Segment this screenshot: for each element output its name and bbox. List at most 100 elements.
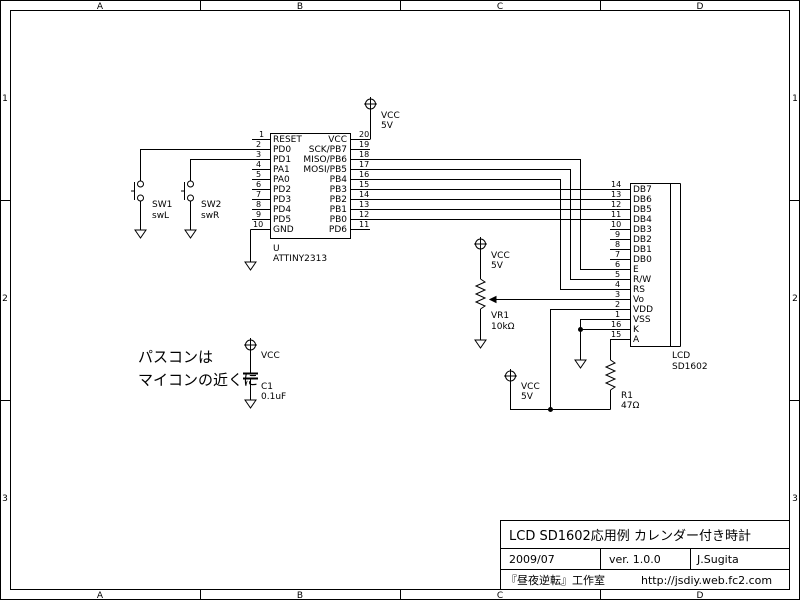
pin-name: VCC (328, 135, 347, 145)
mcu-pin-1: 1 RESET (252, 130, 302, 145)
border-row-labels: 1 2 3 1 2 3 (2, 94, 798, 504)
pin-name: GND (273, 225, 294, 235)
row-label-3: 3 (2, 494, 8, 504)
pin-number: 16 (359, 170, 369, 179)
pin-number: 10 (253, 220, 263, 229)
pin-name: R/W (633, 275, 651, 285)
lcd-pin-numbers: 14 13 12 11 10 9 8 7 6 5 4 3 2 1 16 15 (611, 180, 621, 339)
pin-number: 13 (359, 200, 369, 209)
pin-number: 7 (256, 190, 261, 199)
pin-number: 14 (611, 180, 621, 189)
lcd-power-wiring (504, 309, 617, 412)
lcd-sd1602: 14 13 12 11 10 9 8 7 6 5 4 3 2 1 16 15 D… (610, 180, 708, 372)
mcu-pin-12: 12 PB0 (330, 210, 370, 225)
lcd-vcc-label: VCC (521, 382, 540, 392)
mcu-pin-10: 10 GND (252, 220, 294, 235)
pin-number: 1 (615, 310, 620, 319)
pin-number: 20 (359, 130, 369, 139)
lcd-pin-names: DB7 DB6 DB5 DB4 DB3 DB2 DB1 DB0 E R/W RS… (633, 185, 653, 345)
pin-name: DB6 (633, 195, 652, 205)
mcu-pin-18: 18 MISO/PB6 (303, 150, 370, 165)
col-label-b: B (297, 2, 303, 12)
mcu-vcc (364, 97, 377, 140)
pin-number: 11 (359, 220, 369, 229)
mcu-pin-15: 15 PB3 (330, 180, 370, 195)
mcu-right-pins: 20 VCC 19 SCK/PB7 18 MISO/PB6 17 MOSI/PB… (303, 130, 370, 235)
vr1-ref: VR1 (491, 311, 509, 321)
pin-name: DB7 (633, 185, 652, 195)
mcu-attiny2313: 1 RESET 2 PD0 3 PD1 4 PA1 5 PA0 6 PD2 7 … (252, 130, 370, 264)
note-line-1: パスコンは (138, 348, 213, 366)
pin-number: 17 (359, 160, 369, 169)
sw2-ref: SW2 (201, 200, 221, 210)
pin-name: MOSI/PB5 (303, 165, 347, 175)
lcd-body (630, 183, 671, 347)
pin-number: 6 (615, 260, 620, 269)
title-block (500, 520, 790, 590)
mcu-pin-7: 7 PD3 (252, 190, 291, 205)
pin-number: 9 (256, 210, 261, 219)
title-block-org: 『昼夜逆転』工作室 (506, 573, 605, 587)
note-line-2: マイコンの近くに (138, 371, 258, 389)
pin-number: 4 (615, 280, 620, 289)
row-label-1-right: 1 (792, 94, 798, 104)
pin-name: PB4 (330, 175, 348, 185)
mcu-pin-19: 19 SCK/PB7 (309, 140, 370, 155)
pin-name: PD6 (329, 225, 347, 235)
mcu-gnd-symbol (244, 229, 257, 271)
pin-name: E (633, 265, 639, 275)
row-label-2-right: 2 (792, 294, 798, 304)
switch-sw1 (131, 149, 252, 239)
lcd-ref: LCD (672, 351, 690, 361)
pin-number: 2 (615, 300, 620, 309)
pin-number: 19 (359, 140, 369, 149)
pin-name: MISO/PB6 (303, 155, 347, 165)
pin-name: PA1 (273, 165, 290, 175)
col-label-c-bottom: C (497, 591, 503, 600)
r1-ref: R1 (621, 391, 633, 401)
mcu-pin-8: 8 PD4 (252, 200, 291, 215)
title-block-url: http://jsdiy.web.fc2.com (641, 574, 772, 587)
lcd-vcc-volt: 5V (521, 392, 534, 402)
pin-number: 6 (256, 180, 261, 189)
pin-name: DB3 (633, 225, 652, 235)
pin-name: PD2 (273, 185, 291, 195)
mcu-pin-5: 5 PA0 (252, 170, 290, 185)
pot-vr1 (474, 237, 610, 349)
mcu-left-pins: 1 RESET 2 PD0 3 PD1 4 PA1 5 PA0 6 PD2 7 … (252, 130, 302, 235)
mcu-pin-4: 4 PA1 (252, 160, 290, 175)
pin-name: DB0 (633, 255, 652, 265)
pin-number: 18 (359, 150, 369, 159)
mcu-pin-14: 14 PB2 (330, 190, 370, 205)
mcu-pin-2: 2 PD0 (252, 140, 291, 155)
r1-value: 47Ω (621, 401, 639, 411)
wire-pb6-e (370, 159, 610, 270)
pin-number: 8 (256, 200, 261, 209)
mcu-pin-11: 11 PD6 (329, 220, 370, 235)
vr1-vcc-label: VCC (491, 251, 510, 261)
c1-value: 0.1uF (261, 392, 286, 402)
pin-name: PB0 (330, 215, 348, 225)
pin-number: 8 (615, 240, 620, 249)
pin-name: PB2 (330, 195, 347, 205)
pin-number: 13 (611, 190, 621, 199)
pin-name: VSS (633, 315, 651, 325)
mcu-pin-20: 20 VCC (328, 130, 370, 145)
title-block-date: 2009/07 (509, 553, 555, 566)
pin-number: 11 (611, 210, 621, 219)
col-label-a-bottom: A (97, 591, 104, 600)
pin-number: 12 (611, 200, 621, 209)
pin-name: RESET (273, 135, 302, 145)
pin-name: DB2 (633, 235, 652, 245)
col-label-a: A (97, 2, 104, 12)
pin-name: SCK/PB7 (309, 145, 347, 155)
mcu-vcc-label: VCC (381, 111, 400, 121)
wire-pb5-rw (370, 169, 610, 280)
row-label-2: 2 (2, 294, 8, 304)
pin-number: 5 (615, 270, 620, 279)
c1-ref: C1 (261, 382, 273, 392)
c1-vcc-label: VCC (261, 351, 280, 361)
mcu-pin-9: 9 PD5 (252, 210, 291, 225)
pin-name: PD5 (273, 215, 291, 225)
lcd-part: SD1602 (672, 362, 708, 372)
